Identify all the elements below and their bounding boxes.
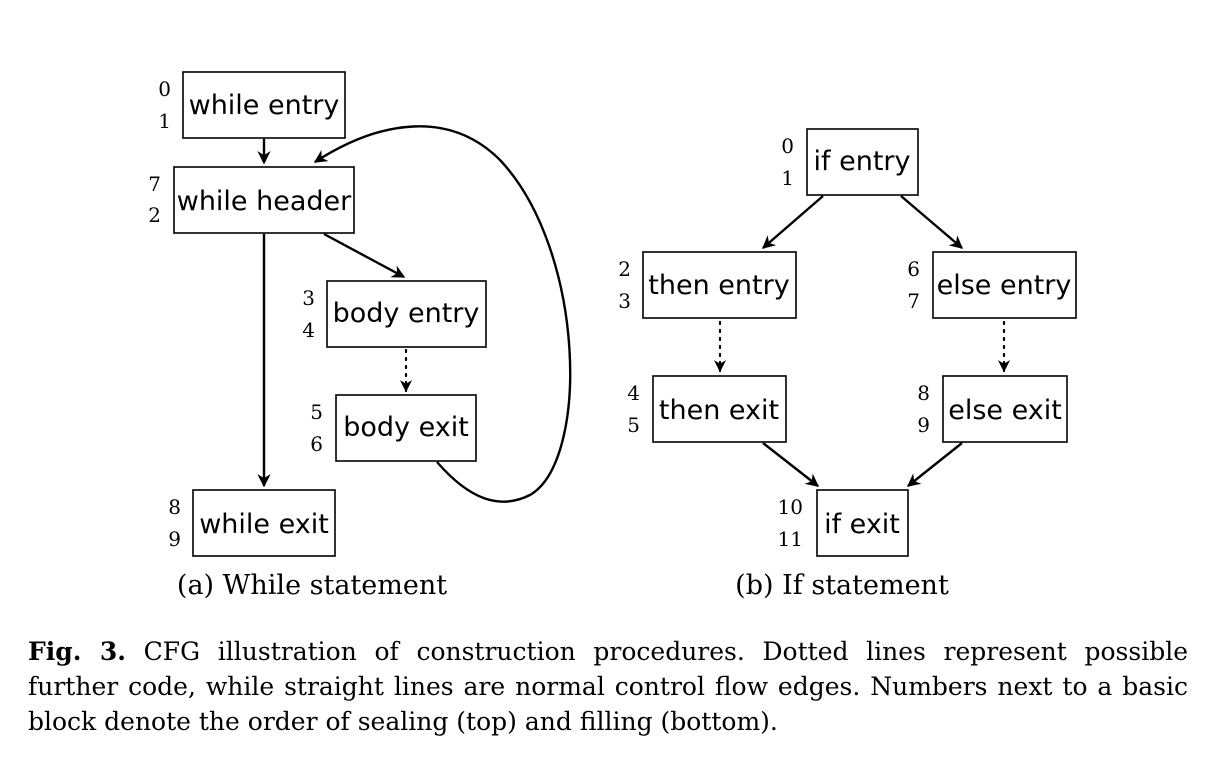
edge-header-to-body-entry [323, 232, 406, 279]
block-body-entry: body entry 3 4 [302, 280, 487, 348]
figure-caption: Fig. 3. CFG illustration of construction… [28, 634, 1188, 739]
block-label: body entry [333, 298, 480, 329]
fill-order-number: 9 [168, 527, 181, 551]
block-else-entry: else entry 6 7 [907, 251, 1077, 319]
panel-while-statement: while entry 0 1 while header 7 2 body en… [148, 71, 572, 601]
block-then-entry: then entry 2 3 [618, 251, 797, 319]
fill-order-number: 1 [158, 109, 171, 133]
block-label: while header [177, 186, 352, 217]
block-then-exit: then exit 4 5 [627, 375, 787, 443]
caption-text: CFG illustration of construction procedu… [28, 637, 1188, 736]
edge-else-exit-to-if-exit [906, 442, 963, 487]
fill-order-number: 9 [917, 413, 930, 437]
edge-if-entry-to-else-entry [900, 195, 964, 249]
fill-order-number: 5 [627, 413, 640, 437]
seal-order-number: 5 [310, 400, 323, 424]
fill-order-number: 2 [148, 203, 161, 227]
block-if-entry: if entry 0 1 [781, 128, 919, 196]
subcaption-if: (b) If statement [735, 570, 949, 601]
edge-then-exit-to-if-exit [762, 442, 820, 487]
block-while-exit: while exit 8 9 [168, 489, 336, 557]
block-else-exit: else exit 8 9 [917, 375, 1068, 443]
block-while-header: while header 7 2 [148, 166, 355, 234]
block-label: else entry [937, 270, 1072, 301]
fill-order-number: 3 [618, 289, 631, 313]
figure-label: Fig. 3. [28, 637, 126, 666]
seal-order-number: 0 [158, 77, 171, 101]
fill-order-number: 7 [907, 289, 920, 313]
block-label: while entry [189, 90, 340, 121]
fill-order-number: 4 [302, 318, 315, 342]
subcaption-while: (a) While statement [177, 570, 447, 601]
seal-order-number: 8 [917, 381, 930, 405]
fill-order-number: 1 [781, 166, 794, 190]
seal-order-number: 0 [781, 134, 794, 158]
edge-back-body-exit-to-header [313, 125, 572, 503]
seal-order-number: 7 [148, 172, 161, 196]
seal-order-number: 10 [778, 495, 803, 519]
seal-order-number: 6 [907, 257, 920, 281]
seal-order-number: 4 [627, 381, 640, 405]
block-label: if entry [814, 146, 911, 177]
block-body-exit: body exit 5 6 [310, 394, 477, 462]
block-label: body exit [343, 412, 469, 443]
fill-order-number: 11 [778, 527, 803, 551]
block-label: then entry [648, 270, 789, 301]
seal-order-number: 3 [302, 286, 315, 310]
panel-if-statement: if entry 0 1 then entry 2 3 else entry 6… [618, 128, 1077, 601]
block-while-entry: while entry 0 1 [158, 71, 346, 139]
block-label: while exit [199, 509, 329, 540]
block-label: else exit [948, 395, 1062, 426]
edge-if-entry-to-then-entry [762, 195, 824, 249]
block-if-exit: if exit 10 11 [778, 489, 909, 557]
fill-order-number: 6 [310, 432, 323, 456]
block-label: then exit [659, 395, 779, 426]
seal-order-number: 2 [618, 257, 631, 281]
seal-order-number: 8 [168, 495, 181, 519]
block-label: if exit [824, 509, 900, 540]
